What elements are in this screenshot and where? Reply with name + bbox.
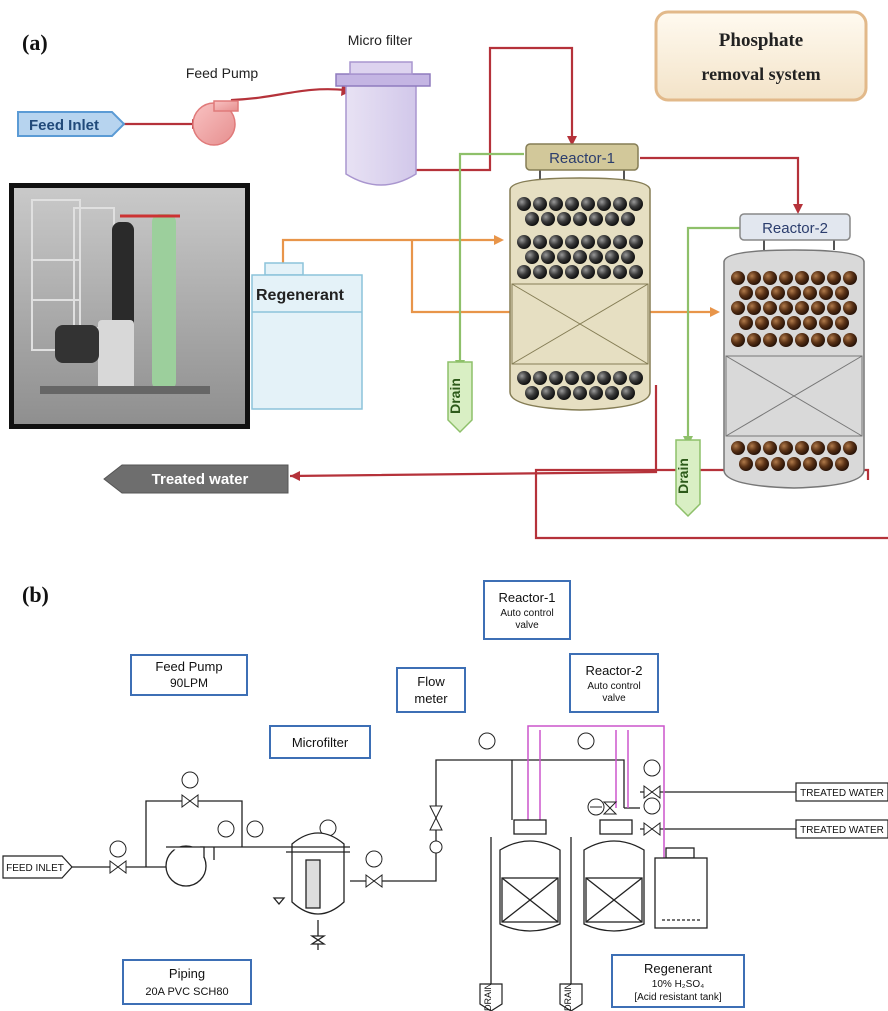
microfilter-box: Microfilter — [270, 726, 370, 758]
panel-a-label: (a) — [22, 30, 48, 55]
feed-pump-rate: 90LPM — [170, 676, 208, 690]
acid-tank — [655, 848, 707, 928]
title-line-1: Phosphate — [719, 30, 803, 51]
regenerant-box: Regenerant 10% H₂SO₄ [Acid resistant tan… — [612, 955, 744, 1007]
piping-title: Piping — [169, 966, 205, 981]
reactor-1-label: Reactor-1 — [549, 150, 615, 167]
reactor-2-valve-sub1: Auto control — [587, 681, 640, 692]
drain-tag-2-label: DRAIN — [563, 983, 573, 1011]
reactor-2-valve-title: Reactor-2 — [585, 663, 642, 678]
piping-spec: 20A PVC SCH80 — [145, 986, 228, 998]
drain-tag-2: DRAIN — [560, 983, 582, 1011]
title-box: Phosphate removal system — [656, 12, 866, 100]
flow-meter-line-2: meter — [414, 691, 448, 706]
microfilter-label: Microfilter — [292, 735, 349, 750]
reactor-1: Reactor-1 — [510, 144, 650, 410]
piping-box: Piping 20A PVC SCH80 — [123, 960, 251, 1004]
flow-meter-line-1: Flow — [417, 674, 445, 689]
drain-1-label: Drain — [447, 378, 463, 414]
reactor-2-label: Reactor-2 — [762, 220, 828, 237]
feed-inlet-arrow: Feed Inlet — [18, 112, 124, 136]
pump-symbol — [166, 846, 206, 886]
feed-pump: Feed Pump — [186, 65, 259, 145]
title-line-2: removal system — [701, 64, 820, 84]
treated-water-tag-2-label: TREATED WATER — [800, 825, 884, 836]
reactor-2-valve-box: Reactor-2 Auto control valve — [570, 654, 658, 712]
regenerant-label: Regenerant — [256, 287, 345, 304]
treated-water-label: Treated water — [152, 471, 249, 488]
regenerant-title: Regenerant — [644, 961, 712, 976]
treated-water-arrow: Treated water — [104, 465, 288, 493]
panel-b-label: (b) — [22, 582, 49, 607]
reactor-1-valve-sub2: valve — [515, 620, 539, 631]
reactor-1-valve-title: Reactor-1 — [498, 590, 555, 605]
drain-tag-1-label: DRAIN — [483, 983, 493, 1011]
reactor-2: Reactor-2 — [724, 214, 864, 488]
feed-pump-label: Feed Pump — [186, 65, 259, 81]
drain-2-label: Drain — [675, 458, 691, 494]
equipment-photo — [9, 183, 250, 429]
regenerant-conc: 10% H₂SO₄ — [652, 979, 704, 990]
regenerant-tank: Regenerant — [252, 263, 362, 409]
regenerant-tank-note: [Acid resistant tank] — [634, 992, 721, 1003]
feed-pump-title: Feed Pump — [155, 659, 222, 674]
feed-inlet-label: Feed Inlet — [29, 117, 99, 134]
treated-water-tag-2: TREATED WATER — [796, 820, 888, 838]
drain-1-arrow: Drain — [447, 362, 472, 432]
reactor-1-vessel — [500, 820, 560, 931]
feed-inlet-tag: FEED INLET — [3, 856, 72, 878]
microfilter-vessel — [274, 833, 350, 950]
treated-water-tag-1: TREATED WATER — [796, 783, 888, 801]
drain-2-arrow: Drain — [675, 440, 700, 516]
feed-inlet-tag-label: FEED INLET — [6, 863, 64, 874]
micro-filter-label: Micro filter — [348, 32, 413, 48]
reactor-1-valve-sub1: Auto control — [500, 608, 553, 619]
reactor-1-valve-box: Reactor-1 Auto control valve — [484, 581, 570, 639]
feed-pump-box: Feed Pump 90LPM — [131, 655, 247, 695]
reactor-2-vessel — [584, 820, 644, 931]
reactor-2-valve-sub2: valve — [602, 693, 626, 704]
micro-filter: Micro filter — [336, 32, 430, 185]
treated-water-tag-1-label: TREATED WATER — [800, 788, 884, 799]
drain-tag-1: DRAIN — [480, 983, 502, 1011]
flow-meter-box: Flow meter — [397, 668, 465, 712]
